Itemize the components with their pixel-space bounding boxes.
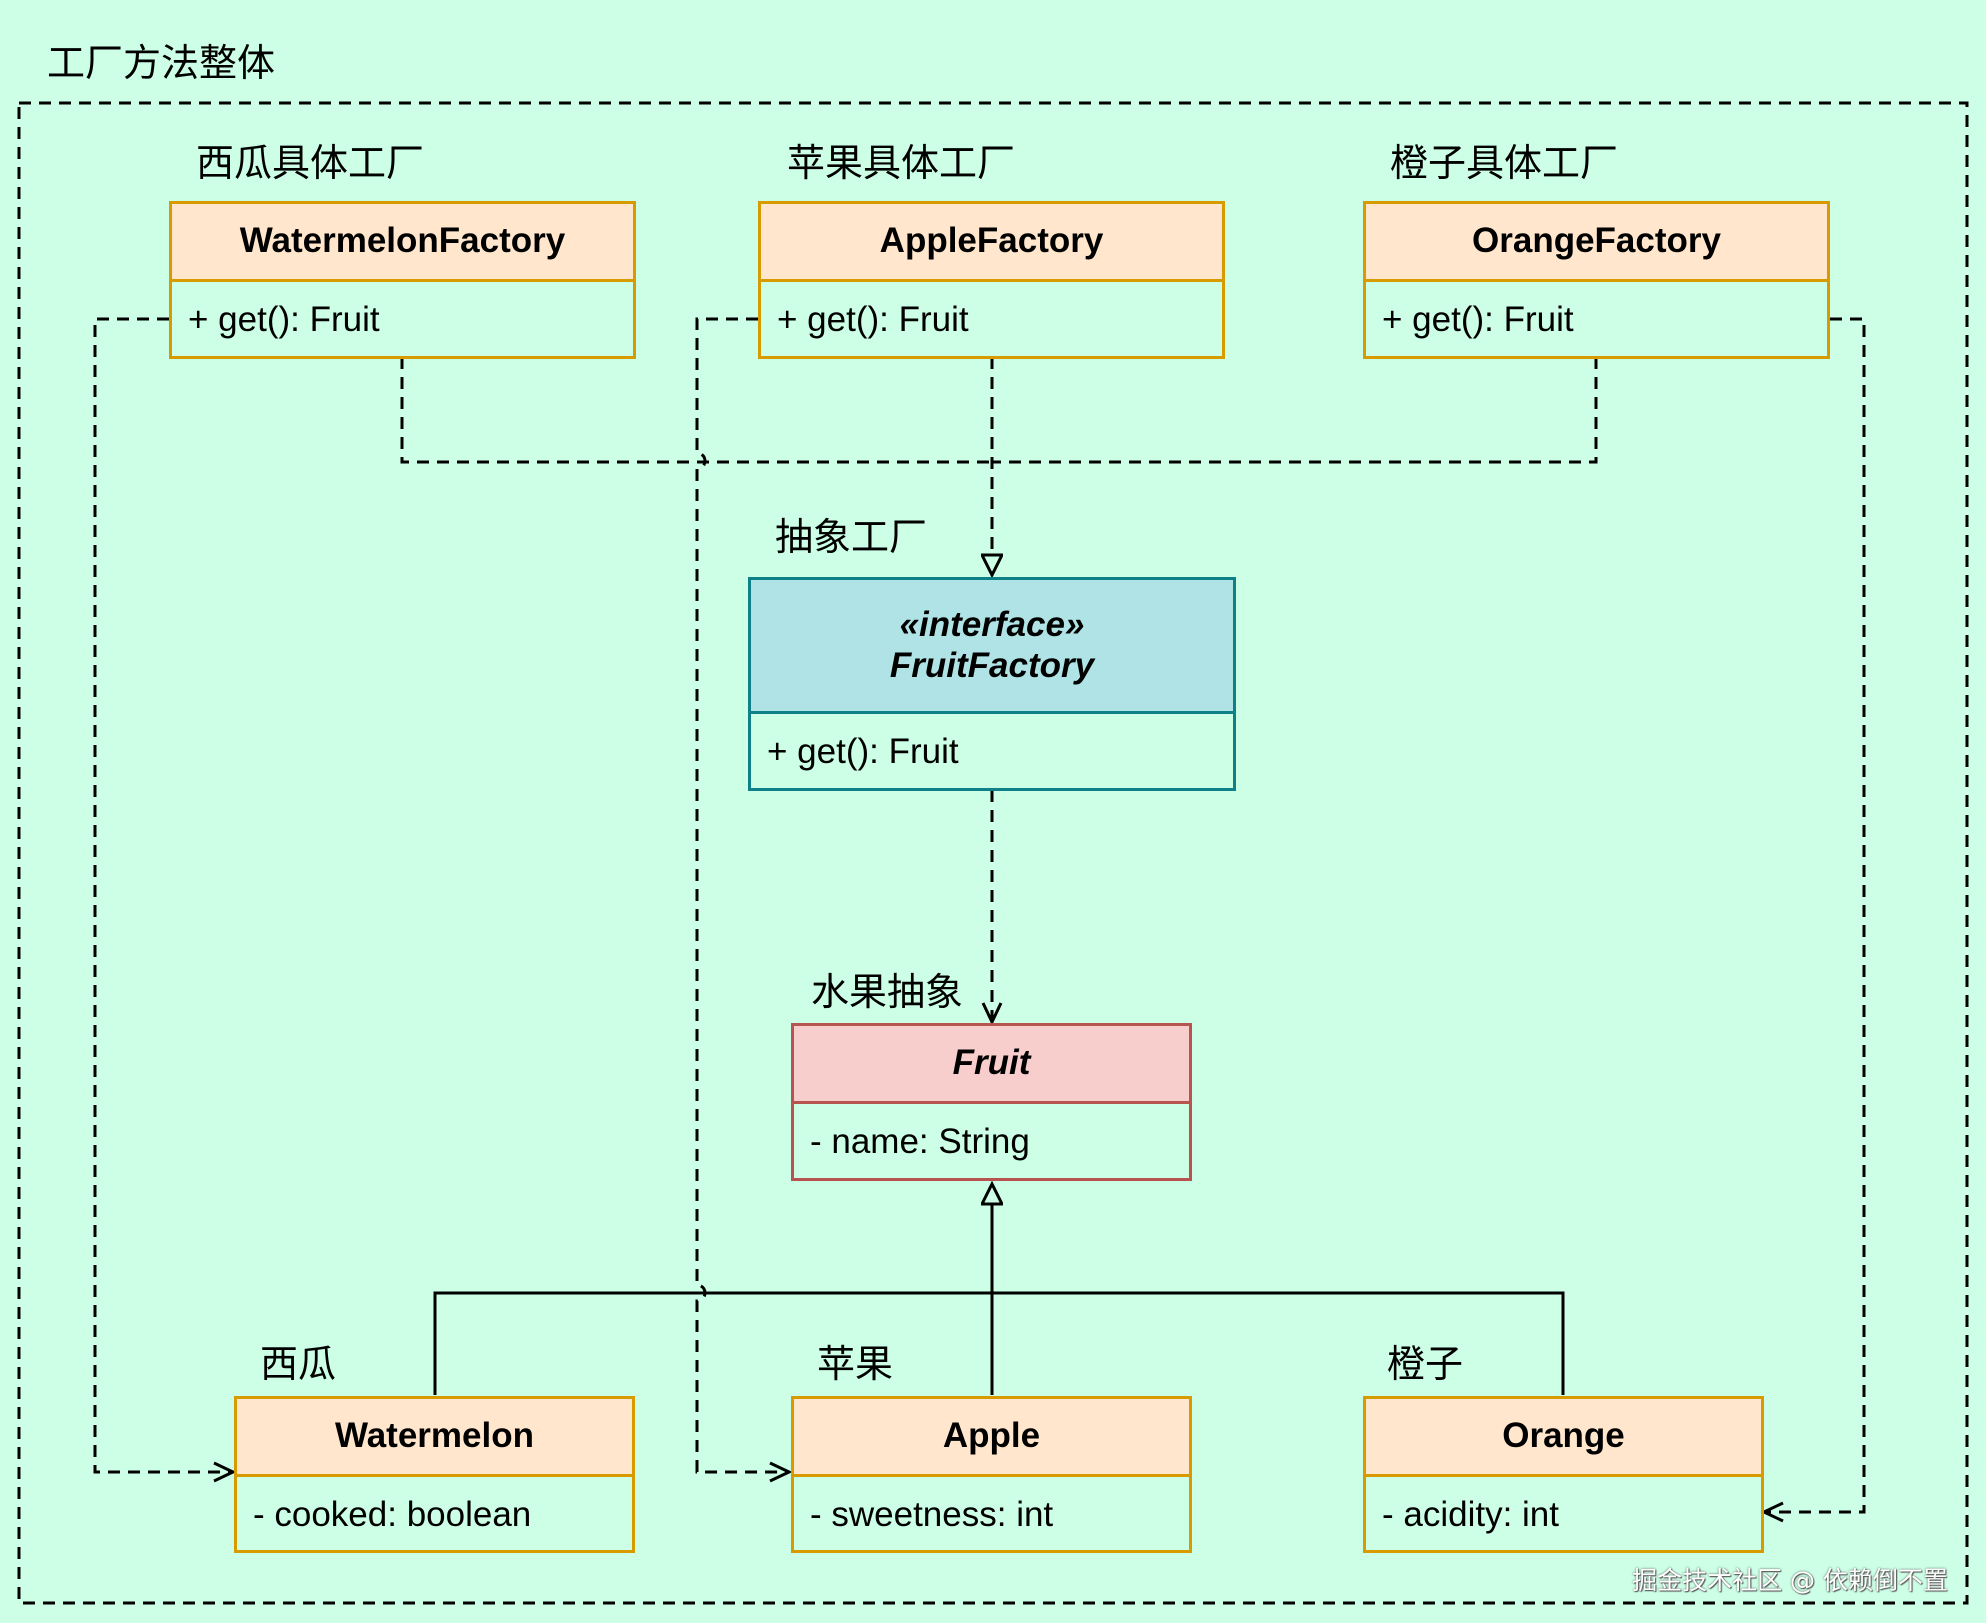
watermelon-generalization bbox=[433, 1291, 992, 1395]
orange-factory-realization bbox=[992, 357, 1598, 464]
fruit-factory-method: + get(): Fruit bbox=[767, 731, 959, 771]
watermelon-field: - cooked: boolean bbox=[253, 1494, 532, 1534]
orange-factory-creates bbox=[1760, 317, 1866, 1523]
diagram-title: 工厂方法整体 bbox=[47, 41, 276, 85]
orange-field: - acidity: int bbox=[1382, 1494, 1559, 1534]
orange-factory-caption: 橙子具体工厂 bbox=[1390, 141, 1619, 185]
watermelon-class-name: Watermelon bbox=[237, 1399, 632, 1477]
fruit-abstract-caption: 水果抽象 bbox=[811, 970, 964, 1014]
orange-factory-name: OrangeFactory bbox=[1366, 204, 1827, 282]
orange-generalization bbox=[992, 1291, 1565, 1395]
watermelon-factory-method: + get(): Fruit bbox=[188, 299, 380, 339]
orange-factory-method: + get(): Fruit bbox=[1382, 299, 1574, 339]
watermelon-factory-realization bbox=[400, 357, 992, 464]
apple-class-name: Apple bbox=[794, 1399, 1189, 1477]
orange-class[interactable]: Orange - acidity: int bbox=[1363, 1396, 1764, 1553]
watermelon-factory-creates bbox=[93, 317, 237, 1483]
abstract-factory-caption: 抽象工厂 bbox=[775, 515, 928, 559]
watermelon-caption: 西瓜 bbox=[260, 1342, 337, 1386]
apple-field: - sweetness: int bbox=[810, 1494, 1054, 1534]
fruit-class-name: Fruit bbox=[794, 1026, 1189, 1104]
apple-factory-caption: 苹果具体工厂 bbox=[787, 141, 1016, 185]
watermelon-factory-caption: 西瓜具体工厂 bbox=[196, 141, 425, 185]
orange-caption: 橙子 bbox=[1387, 1342, 1464, 1386]
fruit-name-field: - name: String bbox=[810, 1121, 1030, 1161]
fruit-factory-interface[interactable]: «interface» FruitFactory + get(): Fruit bbox=[748, 577, 1236, 791]
watermelon-class[interactable]: Watermelon - cooked: boolean bbox=[234, 1396, 635, 1553]
fruit-abstract-class[interactable]: Fruit - name: String bbox=[791, 1023, 1192, 1181]
fruit-factory-name: FruitFactory bbox=[889, 645, 1095, 685]
apple-caption: 苹果 bbox=[817, 1342, 894, 1386]
apple-factory-creates bbox=[695, 317, 793, 1483]
orange-class-name: Orange bbox=[1366, 1399, 1761, 1477]
source-watermark: 掘金技术社区 @ 依赖倒不置 bbox=[1632, 1566, 1948, 1595]
apple-factory-class[interactable]: AppleFactory + get(): Fruit bbox=[758, 201, 1225, 359]
watermelon-factory-name: WatermelonFactory bbox=[172, 204, 633, 282]
apple-factory-name: AppleFactory bbox=[761, 204, 1222, 282]
group-frame bbox=[17, 101, 1969, 1605]
orange-factory-class[interactable]: OrangeFactory + get(): Fruit bbox=[1363, 201, 1830, 359]
apple-class[interactable]: Apple - sweetness: int bbox=[791, 1396, 1192, 1553]
apple-factory-method: + get(): Fruit bbox=[777, 299, 969, 339]
fruit-factory-header: «interface» FruitFactory bbox=[751, 580, 1233, 714]
interface-stereotype: «interface» bbox=[899, 605, 1085, 645]
watermelon-factory-class[interactable]: WatermelonFactory + get(): Fruit bbox=[169, 201, 636, 359]
